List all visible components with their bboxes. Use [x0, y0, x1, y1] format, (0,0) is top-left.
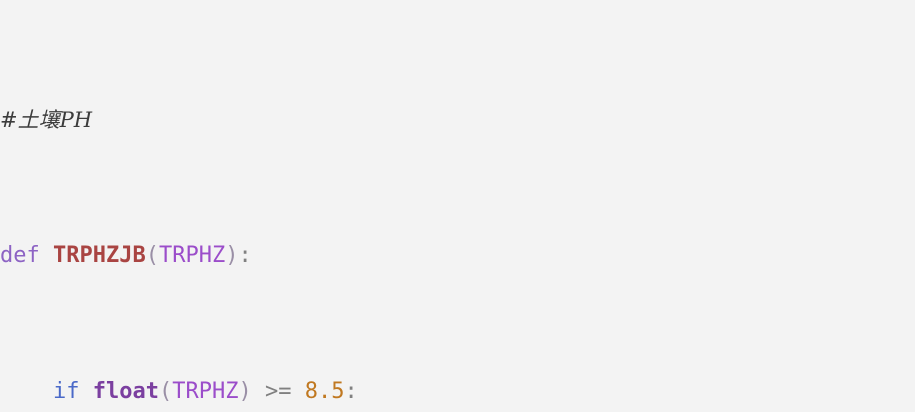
space: [79, 379, 92, 404]
indent: [0, 379, 53, 404]
number-threshold: 8.5: [304, 379, 345, 404]
paren-open-icon: (: [145, 243, 159, 268]
builtin-float: float: [92, 379, 159, 404]
operator-ge: >=: [264, 379, 292, 404]
keyword-def: def: [0, 243, 40, 268]
paren-close-icon: ): [225, 243, 239, 268]
comment-token: #土壤PH: [0, 108, 93, 132]
paren-close-icon: ): [238, 379, 252, 404]
code-line-2: def TRPHZJB(TRPHZ):: [0, 239, 689, 273]
code-line-1: #土壤PH: [0, 103, 689, 137]
code-line-3: if float(TRPHZ) >= 8.5:: [0, 375, 689, 409]
paren-open-icon: (: [158, 379, 173, 404]
function-name: TRPHZJB: [53, 243, 146, 268]
space: [291, 379, 304, 404]
parameter-name: TRPHZ: [158, 243, 226, 268]
colon-token: :: [238, 243, 252, 268]
space: [40, 243, 53, 268]
code-block[interactable]: #土壤PH def TRPHZJB(TRPHZ): if float(TRPHZ…: [0, 1, 689, 412]
space: [252, 379, 265, 404]
keyword-if: if: [52, 379, 80, 404]
colon-token: :: [344, 379, 358, 404]
parameter-ref: TRPHZ: [172, 379, 239, 404]
